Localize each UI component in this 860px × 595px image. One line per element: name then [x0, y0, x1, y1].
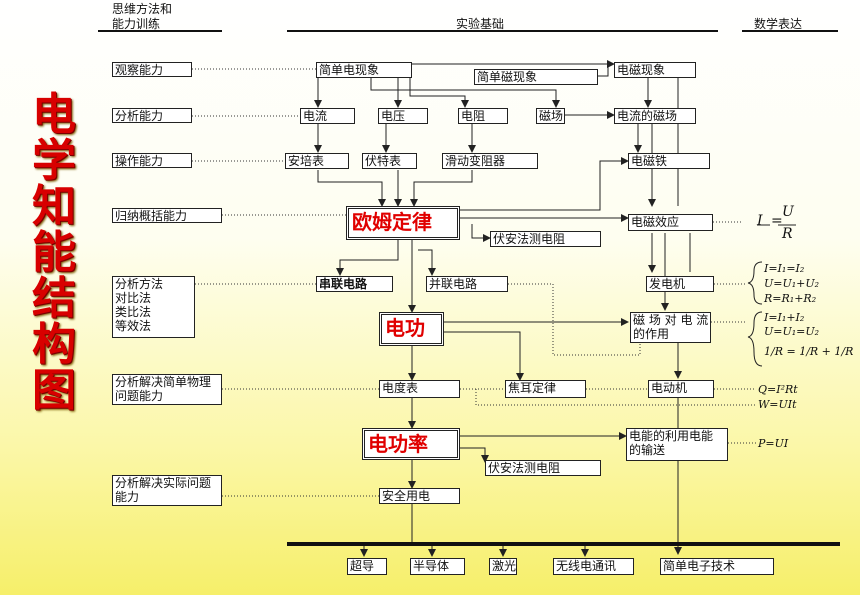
methods-line: 对比法 — [115, 291, 152, 305]
node-wireless: 无线电通讯 — [553, 558, 634, 575]
node-simple-magnetic: 简单磁现象 — [474, 69, 598, 85]
node-generator: 发电机 — [646, 276, 714, 292]
usage-line: 的输送 — [629, 443, 666, 457]
power-formula: P=UI — [758, 437, 789, 450]
node-parallel: 并联电路 — [426, 276, 508, 292]
node-energy-meter: 电度表 — [379, 380, 460, 398]
usage-line: 电能的利用电能 — [629, 429, 714, 443]
ability-line: 分析解决实际问题 — [115, 476, 212, 490]
node-voltage: 电压 — [378, 108, 428, 124]
methods-line: 等效法 — [115, 319, 152, 333]
parallel-voltage-formula: U=U₁=U₂ — [764, 325, 820, 338]
work-formula: W=UIt — [758, 398, 797, 411]
node-joule-law: 焦耳定律 — [505, 380, 586, 398]
ohm-numerator: U — [782, 204, 794, 220]
title-char: 图 — [32, 365, 76, 416]
ability-solve-real: 分析解决实际问题 能力 — [112, 475, 222, 506]
node-semiconductor: 半导体 — [410, 558, 465, 575]
ability-observe: 观察能力 — [112, 62, 192, 77]
node-voltmeter: 伏特表 — [362, 153, 417, 169]
node-electronics: 简单电子技术 — [660, 558, 774, 575]
title-char: 构 — [32, 319, 76, 370]
title-char: 结 — [32, 273, 76, 324]
methods-line: 类比法 — [115, 305, 152, 319]
node-current-magnetic-field: 电流的磁场 — [614, 108, 696, 124]
node-va-power: 伏安法测电阻 — [485, 460, 601, 476]
ability-induce: 归纳概括能力 — [112, 208, 222, 223]
ability-solve-simple: 分析解决简单物理 问题能力 — [112, 374, 222, 405]
node-superconductor: 超导 — [347, 558, 387, 575]
title-char: 能 — [32, 227, 76, 278]
page-title: 电 学 知 能 结 构 图 — [24, 92, 84, 414]
ability-line: 能力 — [115, 490, 140, 504]
series-voltage-formula: U=U₁+U₂ — [764, 277, 820, 290]
series-resistance-formula: R=R₁+R₂ — [764, 292, 817, 305]
ohm-eq: = — [771, 213, 783, 229]
node-magnetic-field: 磁场 — [536, 108, 565, 124]
ability-methods: 分析方法 对比法 类比法 等效法 — [112, 276, 195, 338]
joule-formula: Q=I²Rt — [758, 383, 798, 396]
node-energy-usage: 电能的利用电能 的输送 — [626, 428, 728, 461]
node-rheostat: 滑动变阻器 — [442, 153, 538, 169]
node-series: 串联电路 — [316, 276, 393, 292]
force-line: 的作用 — [633, 327, 670, 341]
title-char: 知 — [32, 181, 76, 232]
methods-line: 分析方法 — [115, 277, 164, 291]
node-ammeter: 安培表 — [285, 153, 349, 169]
node-laser: 激光 — [489, 558, 517, 575]
node-ohms-law: 欧姆定律 — [346, 206, 460, 240]
node-electromagnet: 电磁铁 — [628, 153, 710, 169]
series-current-formula: I=I₁=I₂ — [764, 262, 805, 275]
node-safe-use: 安全用电 — [379, 488, 460, 504]
node-va-resistance: 伏安法测电阻 — [490, 231, 601, 247]
node-resistance: 电阻 — [458, 108, 508, 124]
ohm-denominator: R — [782, 226, 793, 242]
ability-operate: 操作能力 — [112, 153, 192, 168]
node-current: 电流 — [300, 108, 355, 124]
title-char: 学 — [32, 135, 76, 186]
math-header: 数学表达 — [754, 17, 803, 31]
methods-header-line2: 能力训练 — [112, 17, 161, 31]
node-simple-electric: 简单电现象 — [316, 62, 412, 78]
ohm-lhs: I — [757, 213, 763, 229]
methods-header-line1: 思维方法和 — [112, 2, 173, 16]
experiment-header: 实验基础 — [456, 17, 505, 31]
node-motor: 电动机 — [648, 380, 714, 398]
title-char: 电 — [32, 89, 76, 140]
node-electric-work: 电功 — [379, 312, 444, 346]
ability-analyze: 分析能力 — [112, 108, 192, 123]
node-em-effect: 电磁效应 — [628, 214, 713, 231]
node-electric-power: 电功率 — [362, 428, 460, 460]
node-em-phenomena: 电磁现象 — [614, 62, 696, 78]
ability-line: 分析解决简单物理 — [115, 375, 212, 389]
parallel-current-formula: I=I₁+I₂ — [764, 311, 805, 324]
parallel-resistance-formula: 1/R = 1/R + 1/R — [764, 345, 854, 358]
node-force-on-current: 磁 场 对 电 流 的作用 — [630, 312, 711, 343]
ability-line: 问题能力 — [115, 389, 164, 403]
force-line: 磁 场 对 电 流 — [633, 313, 709, 327]
